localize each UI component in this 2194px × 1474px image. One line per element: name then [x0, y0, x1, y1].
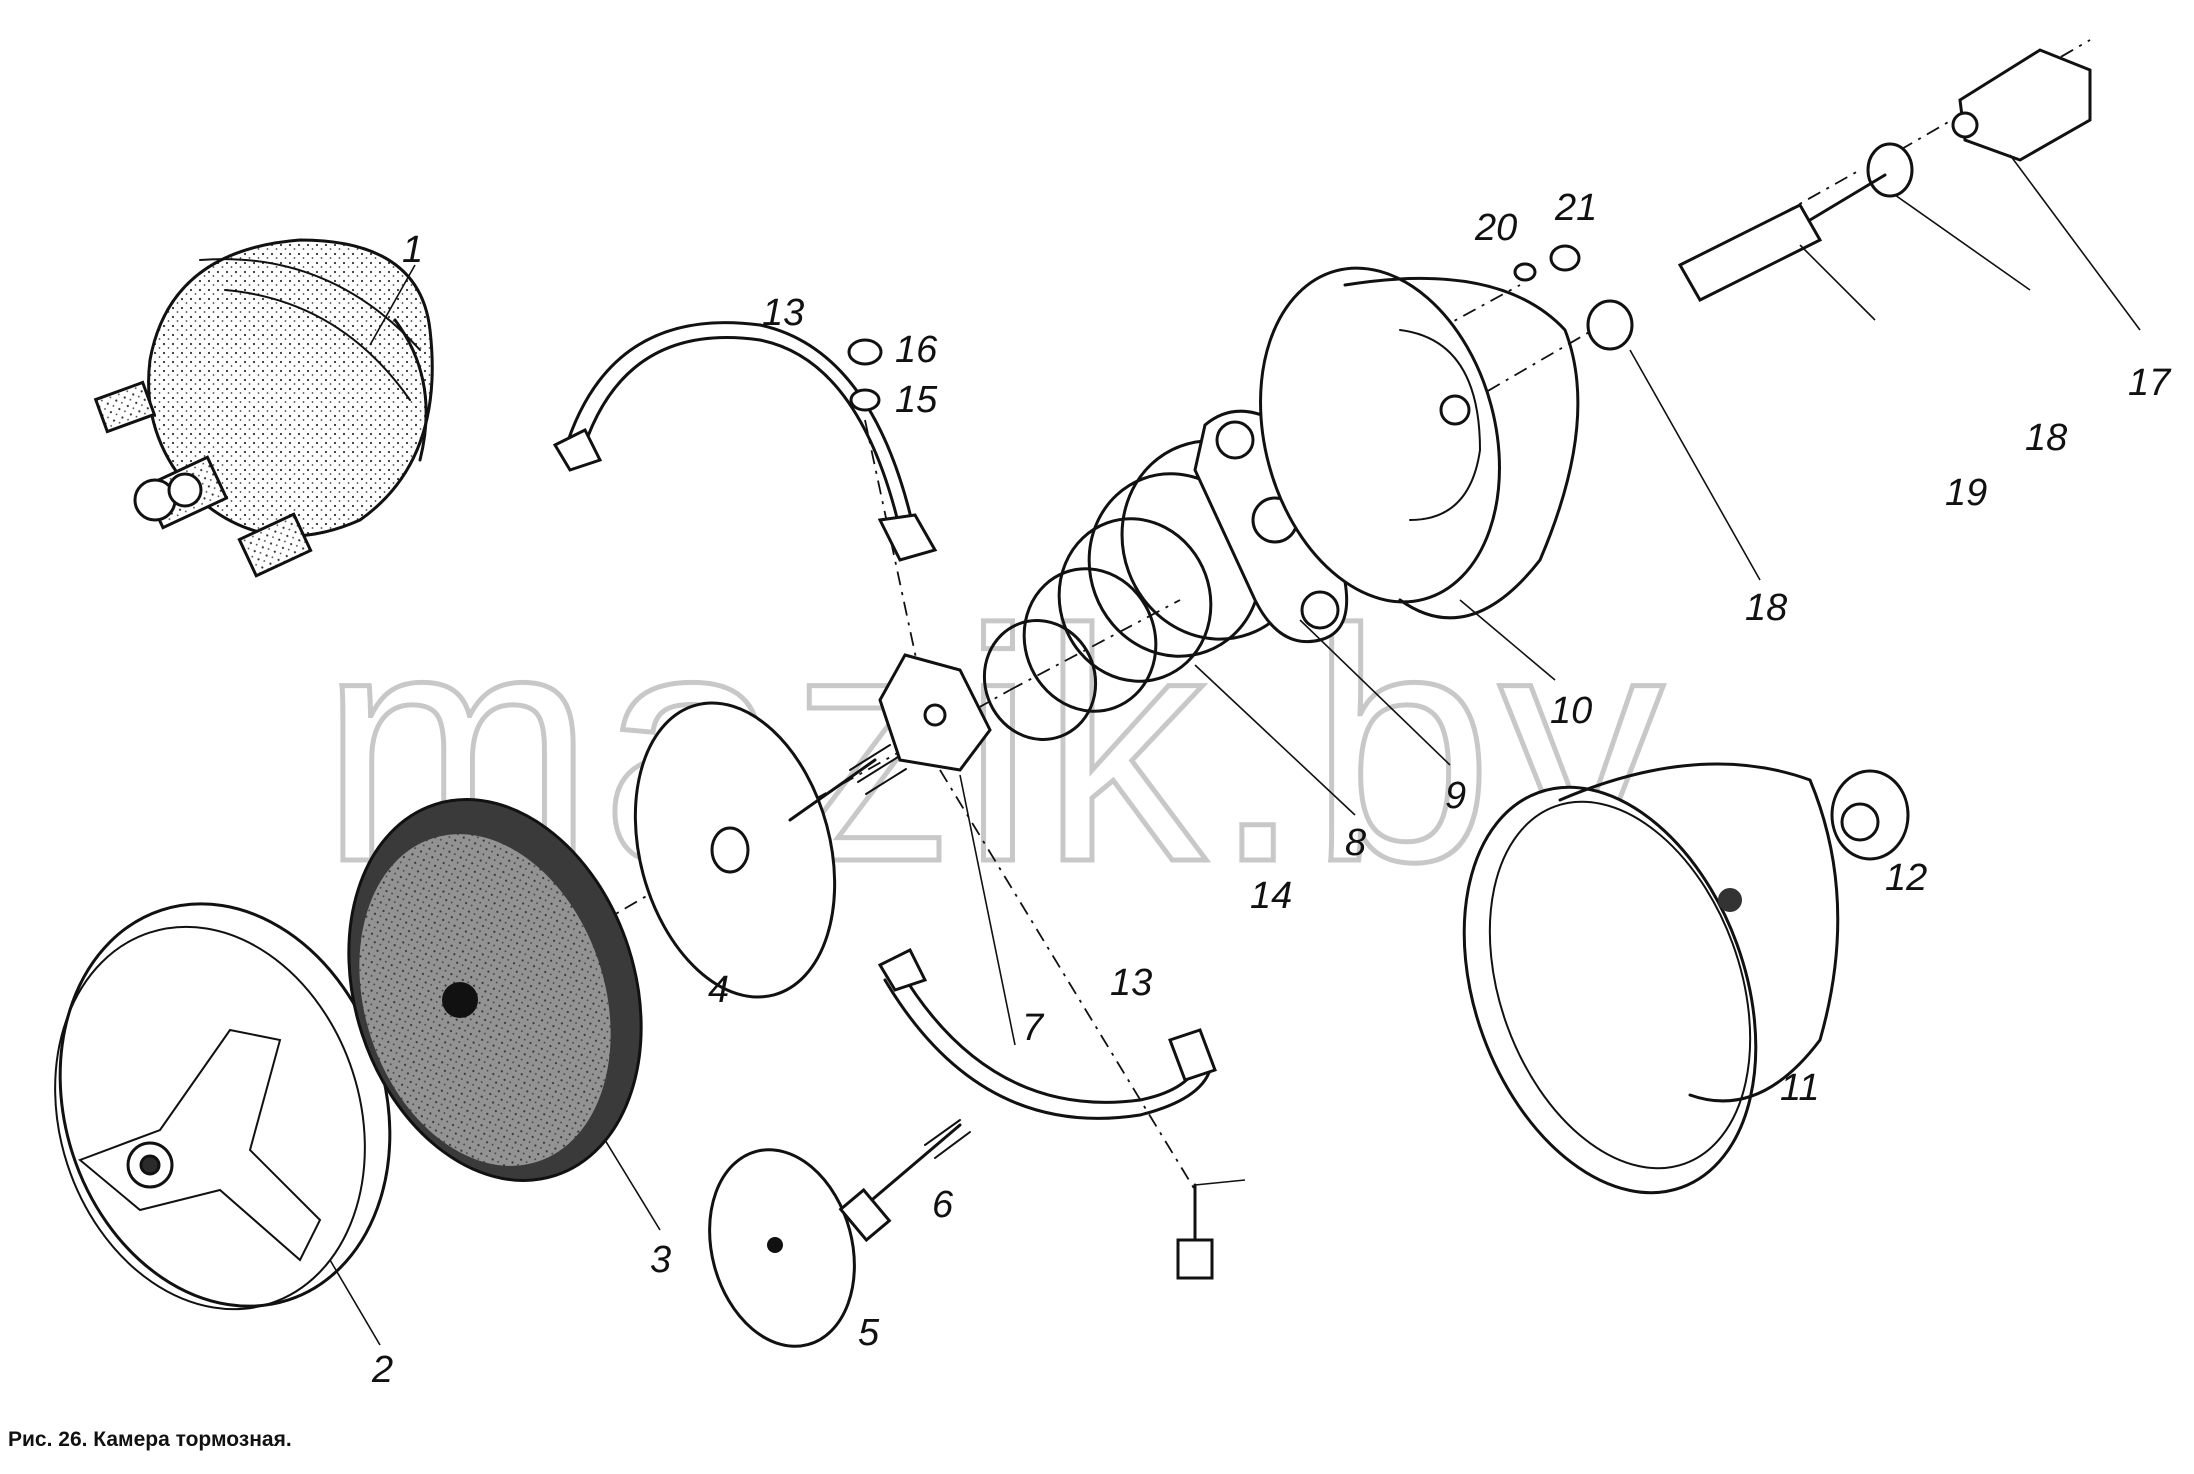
part-18-nut-upper — [1866, 142, 1914, 198]
callout-11: 11 — [1780, 1067, 1819, 1109]
callout-10: 10 — [1550, 690, 1592, 732]
part-14-bolt — [1176, 1183, 1214, 1280]
part-21-nut — [1549, 244, 1581, 272]
part-11-sleeve-ring — [1462, 762, 1840, 1195]
part-19-push-rod — [1677, 173, 1887, 302]
callout-4: 4 — [708, 969, 729, 1011]
part-18-nut-lower — [1586, 299, 1634, 351]
part-13-clamp-band-lower — [877, 947, 1217, 1120]
part-15-washer — [849, 388, 881, 412]
part-13-clamp-band-upper — [552, 321, 938, 562]
part-16-nut — [847, 338, 883, 366]
figure-caption: Рис. 26. Камера тормозная. — [8, 1428, 292, 1451]
callout-20: 20 — [1474, 207, 1517, 249]
callout-16: 16 — [895, 329, 938, 371]
callout-1: 1 — [402, 229, 423, 271]
part-7-flange-washer — [878, 653, 992, 772]
part-8-return-spring — [982, 439, 1310, 741]
part-3-diaphragm — [347, 798, 643, 1182]
callout-21: 21 — [1554, 187, 1597, 229]
callout-13-lower: 13 — [1110, 962, 1152, 1004]
part-2-front-cover — [54, 902, 392, 1311]
part-5-small-disc — [708, 1148, 856, 1348]
part-17-clevis-fork — [1951, 48, 2092, 162]
callout-numbers: 1 2 3 4 5 6 7 8 9 10 11 12 13 13 14 15 1… — [371, 187, 2172, 1391]
callout-14: 14 — [1250, 875, 1292, 917]
callout-9: 9 — [1445, 775, 1466, 817]
callout-6: 6 — [932, 1184, 954, 1226]
part-1-assembled-chamber — [93, 238, 434, 578]
part-20-washer — [1513, 262, 1537, 282]
part-4-push-plate — [633, 701, 907, 999]
callout-7: 7 — [1022, 1007, 1045, 1049]
callout-19: 19 — [1945, 472, 1987, 514]
part-6-stud-bolt — [838, 1119, 971, 1243]
callout-2: 2 — [371, 1349, 393, 1391]
callout-18-lower: 18 — [1745, 587, 1787, 629]
callout-15: 15 — [895, 379, 938, 421]
callout-18-upper: 18 — [2025, 417, 2067, 459]
callout-3: 3 — [650, 1239, 671, 1281]
callout-8: 8 — [1345, 822, 1366, 864]
callout-12: 12 — [1885, 857, 1927, 899]
callout-5: 5 — [858, 1312, 880, 1354]
part-10-spring-housing — [1259, 266, 1580, 620]
leader-lines — [329, 154, 2141, 1346]
part-12-nut — [1830, 769, 1910, 861]
callout-17: 17 — [2128, 362, 2172, 404]
callout-13-upper: 13 — [762, 292, 804, 334]
